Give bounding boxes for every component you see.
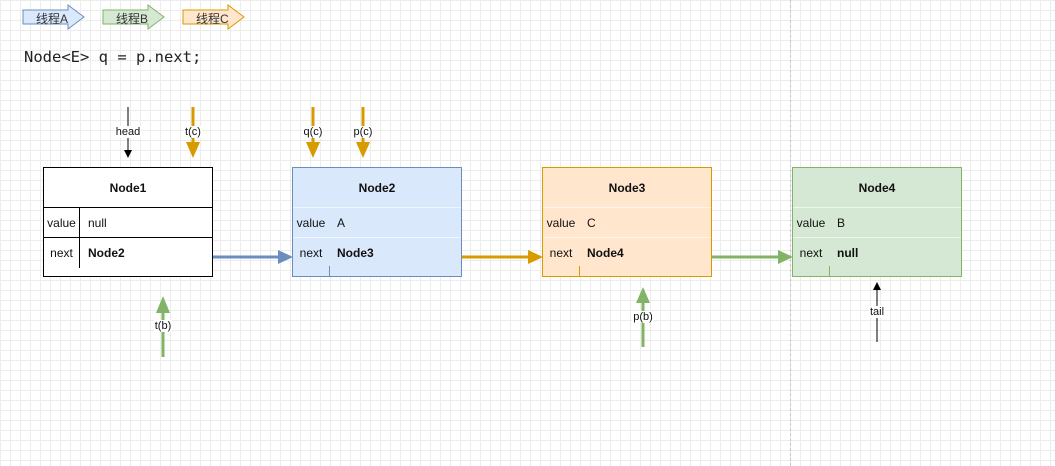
value-row: value B <box>793 208 961 238</box>
value-cell: A <box>337 216 346 230</box>
node-title: Node2 <box>293 168 461 208</box>
next-cell: Node4 <box>587 246 624 260</box>
value-row: value C <box>543 208 711 238</box>
node-4: Node4 value B next null <box>792 167 962 277</box>
divider-line <box>790 0 791 466</box>
link-node1-node2-head <box>278 250 293 264</box>
value-key: value <box>44 208 80 237</box>
tail-label: tail <box>868 306 886 318</box>
legend-thread-c: 线程C <box>182 4 246 30</box>
next-cell: null <box>837 246 859 260</box>
next-key: next <box>44 238 80 268</box>
next-row: next Node3 <box>293 238 461 268</box>
row-divider <box>579 266 580 276</box>
p-b-label: p(b) <box>632 311 654 323</box>
row-divider <box>329 266 330 276</box>
t-b-arrow-head <box>156 296 170 313</box>
next-row: next Node2 <box>44 238 212 268</box>
legend-label: 线程C <box>196 12 229 26</box>
link-node2-node3-head <box>528 250 543 264</box>
t-b-label: t(b) <box>153 320 173 332</box>
legend-label: 线程B <box>116 12 149 26</box>
node-title: Node3 <box>543 168 711 208</box>
t-c-arrow-head <box>186 142 200 158</box>
link-node3-node4-head <box>778 250 793 264</box>
value-key: value <box>546 216 576 230</box>
node-2: Node2 value A next Node3 <box>292 167 462 277</box>
node-3: Node3 value C next Node4 <box>542 167 712 277</box>
value-key: value <box>296 216 326 230</box>
next-row: next null <box>793 238 961 268</box>
legend-label: 线程A <box>36 12 69 26</box>
t-c-label: t(c) <box>184 126 202 138</box>
next-row: next Node4 <box>543 238 711 268</box>
code-statement: Node<E> q = p.next; <box>24 48 202 66</box>
head-label: head <box>114 126 142 138</box>
value-cell: null <box>88 216 107 230</box>
q-c-label: q(c) <box>302 126 324 138</box>
next-cell: Node3 <box>337 246 374 260</box>
value-key: value <box>796 216 826 230</box>
row-divider <box>829 266 830 276</box>
head-arrow-head <box>124 150 132 158</box>
legend-thread-a: 线程A <box>22 4 86 30</box>
value-row: value A <box>293 208 461 238</box>
node-1: Node1 value null next Node2 <box>43 167 213 277</box>
node-title: Node4 <box>793 168 961 208</box>
p-c-arrow-head <box>356 142 370 158</box>
tail-arrow-head <box>873 282 881 290</box>
value-row: value null <box>44 208 212 238</box>
next-key: next <box>799 246 823 260</box>
legend-thread-b: 线程B <box>102 4 166 30</box>
next-cell: Node2 <box>88 246 125 260</box>
value-cell: C <box>587 216 596 230</box>
q-c-arrow-head <box>306 142 320 158</box>
p-b-arrow-head <box>636 287 650 303</box>
next-key: next <box>299 246 323 260</box>
node-title: Node1 <box>44 168 212 208</box>
p-c-label: p(c) <box>352 126 374 138</box>
next-key: next <box>549 246 573 260</box>
value-cell: B <box>837 216 846 230</box>
